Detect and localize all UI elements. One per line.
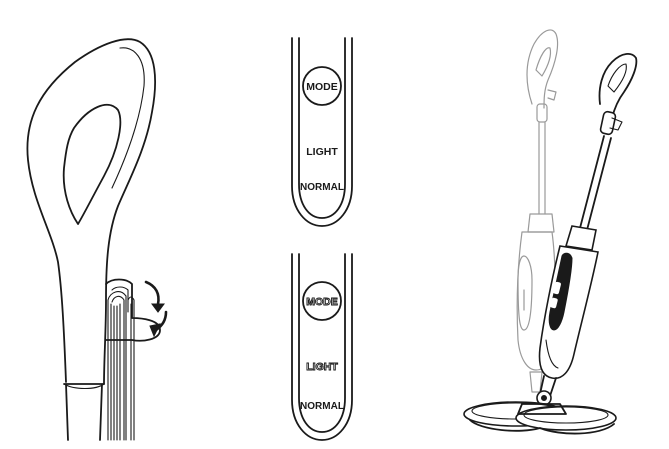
handle-shaft (63, 383, 105, 441)
normal-label-top: NORMAL (300, 182, 344, 193)
handle-grip-ridge (111, 47, 145, 189)
panel-bottom-outline (291, 253, 353, 441)
steam-mop-illustration (463, 29, 638, 435)
mode-label-top: MODE (306, 81, 338, 93)
mode-button-top[interactable] (302, 66, 342, 106)
rotate-arrows-icon (144, 280, 168, 338)
panel-top-outline (291, 37, 353, 227)
normal-label-bottom: NORMAL (300, 401, 344, 412)
mop-base-pads (463, 401, 617, 435)
handle-cord-wrap-illustration (26, 38, 168, 441)
handle-shaft-ring (63, 383, 105, 390)
handle-grip-outline (26, 38, 157, 385)
panel-bottom-inner (298, 253, 346, 433)
cord-hook-inner (111, 286, 129, 313)
cord-hook (105, 278, 161, 342)
light-label-bottom: LIGHT (306, 361, 338, 373)
handle-grip-opening (62, 104, 122, 225)
mop-upright-faded (516, 29, 559, 393)
light-label-top: LIGHT (306, 146, 338, 158)
mode-label-bottom: MODE (306, 296, 338, 308)
power-cord-bundle (107, 291, 135, 441)
panel-top-inner (298, 37, 346, 219)
control-panel-bottom: MODE LIGHT NORMAL (291, 253, 353, 441)
mode-button-bottom[interactable] (302, 281, 342, 321)
mop-tilted (536, 53, 638, 406)
control-panel-top: MODE LIGHT NORMAL (291, 37, 353, 227)
